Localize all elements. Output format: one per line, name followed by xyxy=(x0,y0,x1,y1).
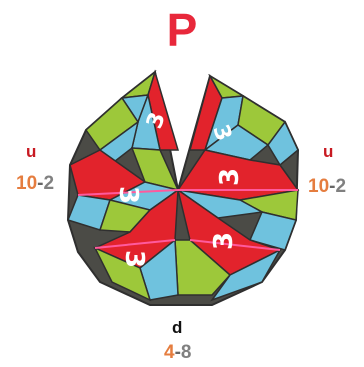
right-value-b: 2 xyxy=(335,176,346,197)
bottom-value-b: 8 xyxy=(181,342,192,363)
right-value-a: 10 xyxy=(308,176,329,197)
face-mark: 3 xyxy=(209,232,239,250)
right-direction-label: u xyxy=(323,142,333,162)
left-value-a: 10 xyxy=(16,173,37,194)
face-mark: 3 xyxy=(119,250,149,268)
bottom-value-a: 4 xyxy=(164,342,175,363)
right-number-label: 10-2 xyxy=(308,176,346,198)
face-mark: 3 xyxy=(215,168,245,186)
left-direction-label: u xyxy=(26,142,36,162)
bottom-direction-label: d xyxy=(172,318,182,338)
left-number-label: 10-2 xyxy=(16,173,54,195)
bottom-number-label: 4-8 xyxy=(164,342,191,364)
left-value-b: 2 xyxy=(43,173,54,194)
face-mark: 3 xyxy=(113,186,143,204)
